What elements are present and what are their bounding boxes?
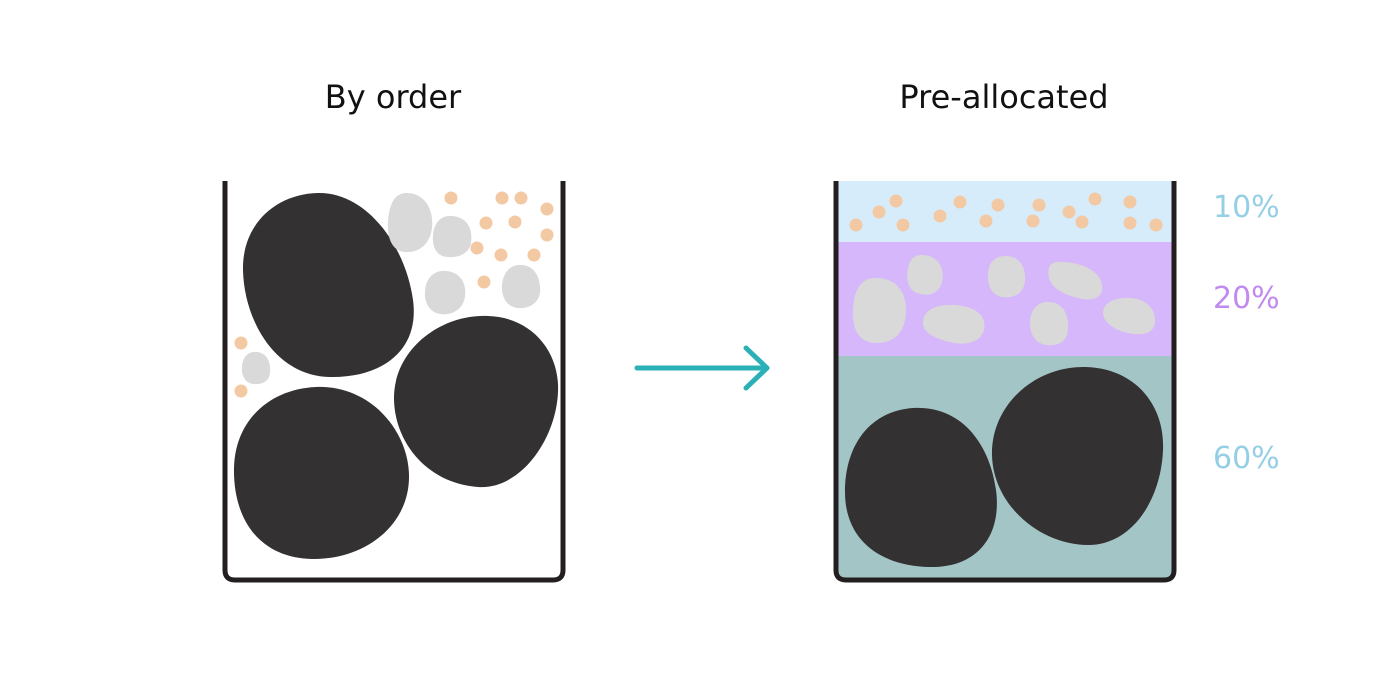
sand-grain [991, 198, 1005, 212]
big-rock [233, 386, 410, 560]
sand-grain [470, 241, 484, 255]
sand-band [837, 181, 1172, 242]
sand-grain [444, 191, 458, 205]
pebble [1103, 297, 1156, 335]
pebble [241, 351, 271, 385]
big-rock [394, 315, 559, 488]
pebble [1030, 301, 1069, 346]
sand-grain [234, 384, 248, 398]
sand-grain [540, 228, 554, 242]
sand-grain [477, 275, 491, 289]
sand-grain [1026, 214, 1040, 228]
sand-grain [896, 218, 910, 232]
allocation-label-rocks: 60% [1213, 441, 1280, 476]
allocation-label-pebbles: 20% [1213, 281, 1280, 316]
sand-group [849, 192, 1163, 232]
right-arrow-icon [634, 345, 770, 391]
big-rock [242, 192, 414, 378]
sand-grain [540, 202, 554, 216]
sand-grain [494, 248, 508, 262]
pebble [987, 256, 1026, 298]
sand-grain [889, 194, 903, 208]
big-rock [845, 407, 997, 568]
sand-grain [1075, 215, 1089, 229]
sand-grain [495, 191, 509, 205]
container-outline [222, 181, 566, 583]
sand-grain [527, 248, 541, 262]
sand-grain [234, 336, 248, 350]
pebble [501, 264, 541, 309]
allocation-label-sand: 10% [1213, 190, 1280, 225]
sand-grain [508, 215, 522, 229]
pebble [387, 192, 433, 253]
pebble [424, 270, 466, 315]
pebble-group [852, 255, 1156, 346]
pebble [432, 215, 472, 258]
pebble [907, 255, 943, 295]
sand-grain [979, 214, 993, 228]
sand-grain [1149, 218, 1163, 232]
sand-grain [933, 209, 947, 223]
sand-grain [1032, 198, 1046, 212]
sand-grain [479, 216, 493, 230]
big-rock [991, 366, 1164, 545]
sand-grain [1123, 216, 1137, 230]
sand-grain [872, 205, 886, 219]
by-order-title: By order [324, 78, 462, 116]
sand-grain [953, 195, 967, 209]
sand-grain [1088, 192, 1102, 206]
by-order-container [222, 181, 566, 583]
pebble [1048, 261, 1103, 300]
sand-grain [849, 218, 863, 232]
sand-grain [1062, 205, 1076, 219]
pre-allocated-title: Pre-allocated [899, 78, 1109, 116]
pebble [922, 304, 985, 344]
container-outline [833, 181, 1177, 583]
sand-group [234, 191, 554, 398]
sand-grain [1123, 195, 1137, 209]
pre-allocated-container [833, 181, 1177, 583]
sand-grain [514, 191, 528, 205]
pebble [852, 277, 906, 343]
